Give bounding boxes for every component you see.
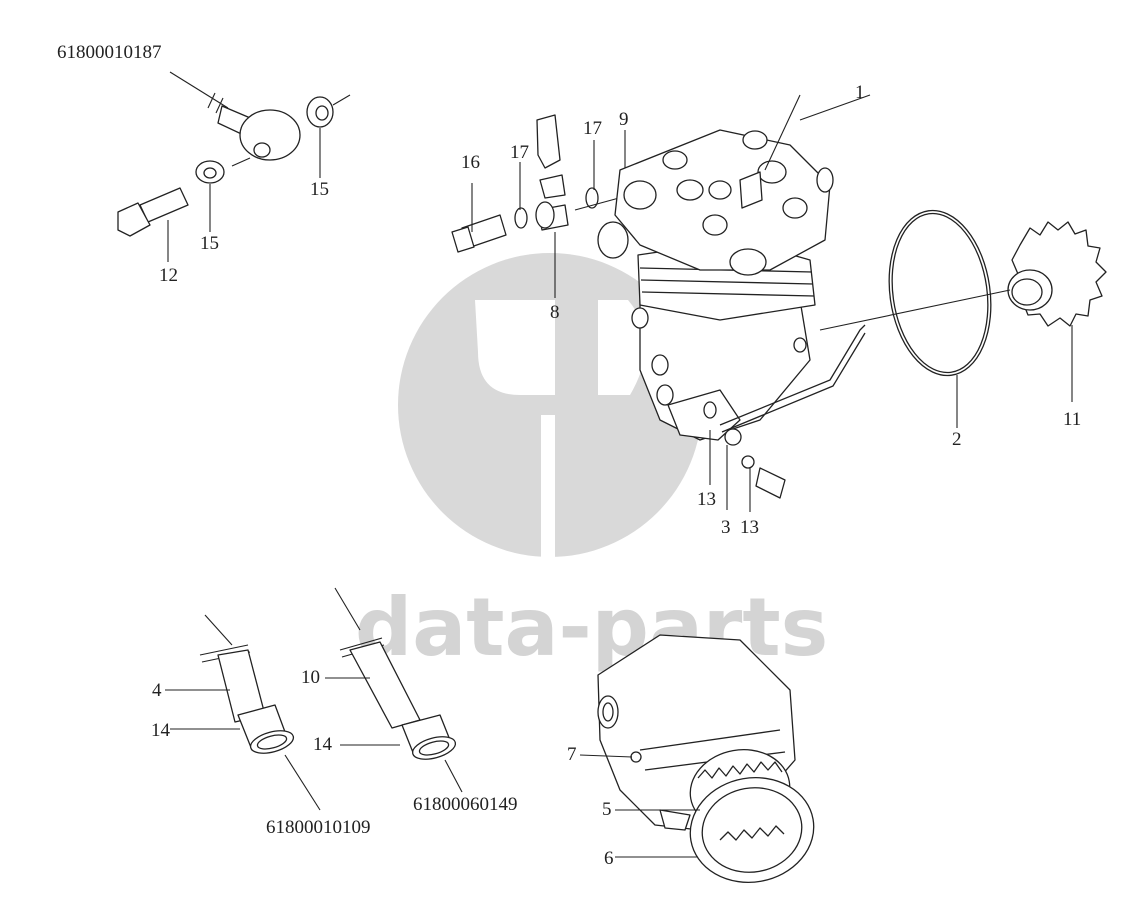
callout-10: 10 xyxy=(301,667,320,688)
callout-2: 2 xyxy=(952,429,962,450)
callout-6: 6 xyxy=(604,848,614,869)
air-compressor-assembly xyxy=(597,94,871,512)
callout-labels: 61800010187 1 2 3 4 5 6 7 8 9 10 11 12 1… xyxy=(57,42,1081,869)
callout-14a: 14 xyxy=(151,720,171,741)
callout-8: 8 xyxy=(550,302,560,323)
callout-16: 16 xyxy=(461,152,480,173)
callout-4: 4 xyxy=(152,680,162,701)
o-ring-seal xyxy=(888,209,992,428)
drive-gear xyxy=(819,221,1107,402)
watermark-logo xyxy=(398,253,702,560)
part-number-label: 61800010187 xyxy=(57,42,162,63)
part-number-label: 61800060149 xyxy=(413,794,518,815)
pipe-fitting-4 xyxy=(165,614,321,811)
callout-9: 9 xyxy=(619,109,629,130)
connector-fittings-group xyxy=(451,114,631,298)
callout-12: 12 xyxy=(159,265,178,286)
callout-3: 3 xyxy=(721,517,731,538)
callout-11: 11 xyxy=(1063,409,1081,430)
callout-17a: 17 xyxy=(510,142,529,163)
banjo-fitting-group xyxy=(117,71,351,262)
callout-1: 1 xyxy=(855,82,865,103)
callout-15a: 15 xyxy=(310,179,329,200)
part-number-label: 61800010109 xyxy=(266,817,371,838)
callout-7: 7 xyxy=(567,744,577,765)
callout-5: 5 xyxy=(602,799,612,820)
pump-drive-assembly xyxy=(579,634,815,883)
callout-13a: 13 xyxy=(697,489,716,510)
callout-14b: 14 xyxy=(313,734,333,755)
callout-15b: 15 xyxy=(200,233,219,254)
callout-13b: 13 xyxy=(740,517,759,538)
pipe-fitting-10 xyxy=(325,587,463,793)
callout-17b: 17 xyxy=(583,118,602,139)
